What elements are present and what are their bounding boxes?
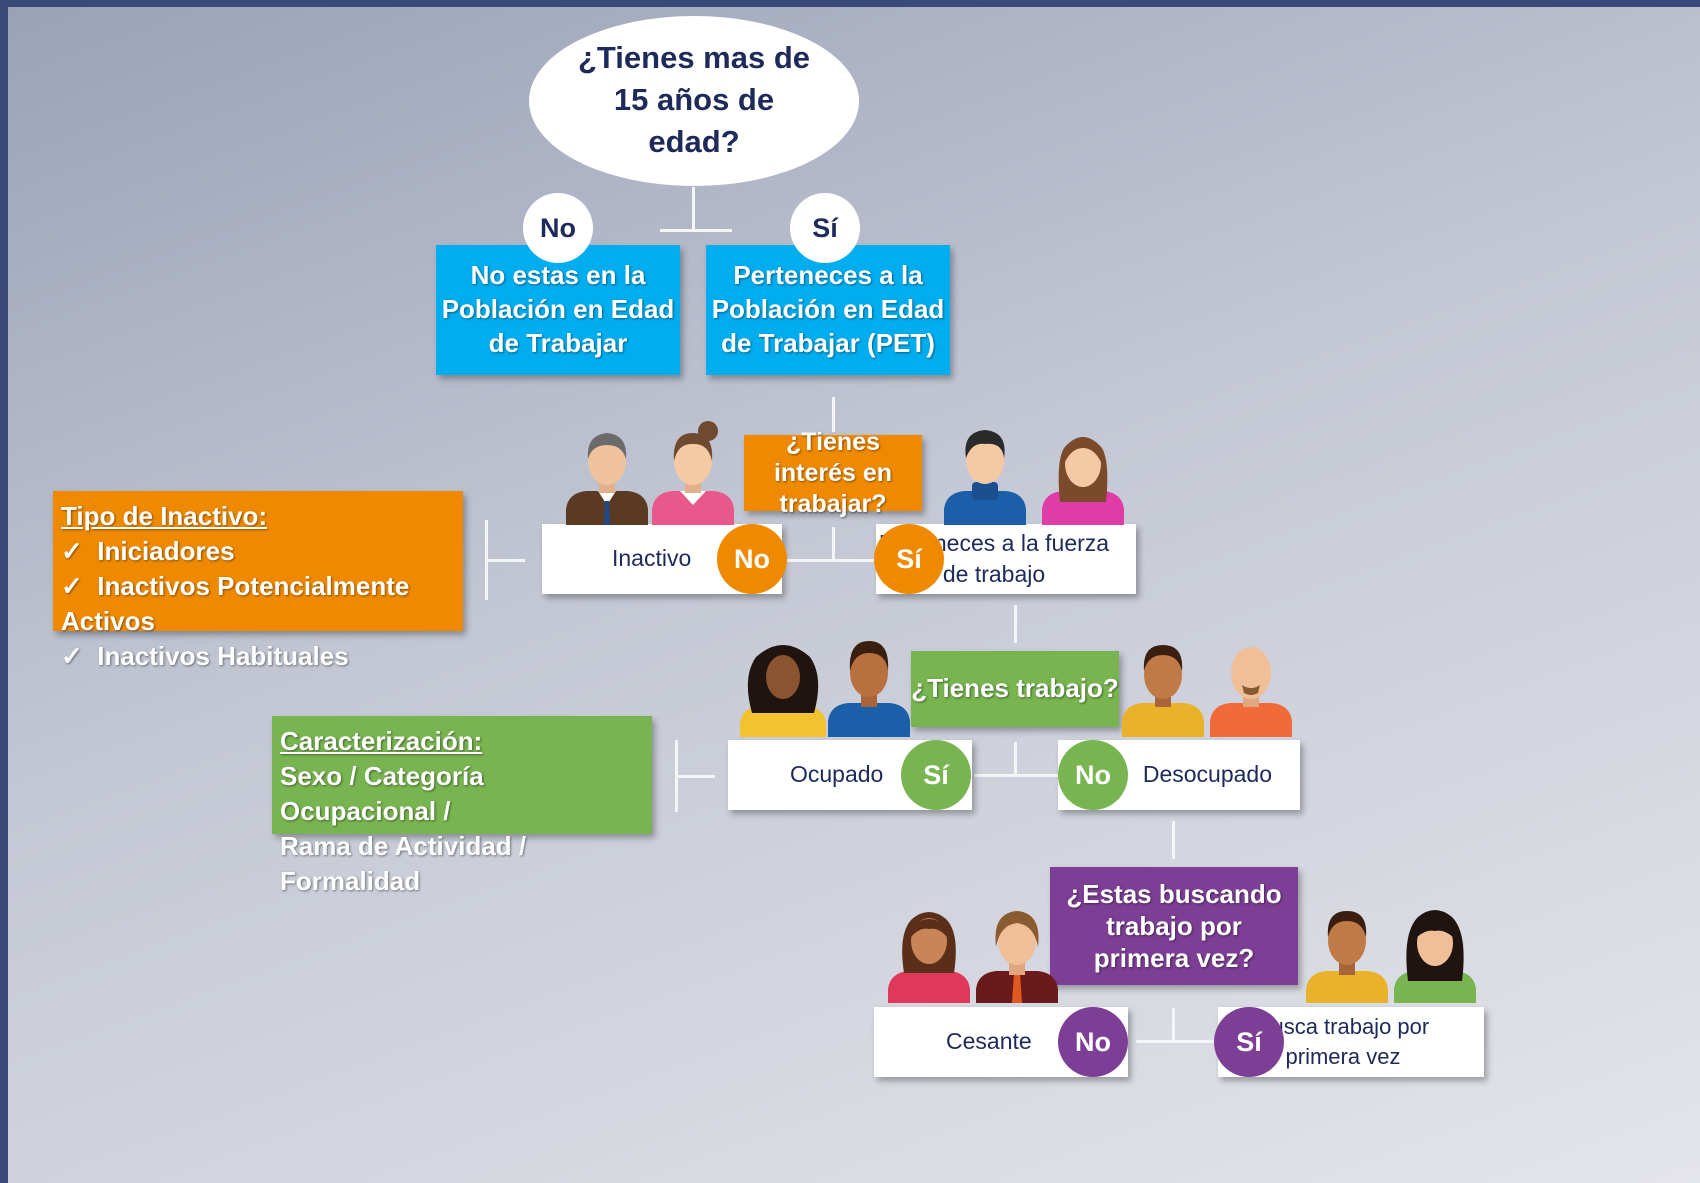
characterization-title: Caracterización:	[280, 726, 483, 756]
connector	[1172, 821, 1175, 859]
answer-no-circle: No	[717, 524, 787, 594]
question-age-ellipse	[529, 16, 859, 186]
person-avatar	[1122, 645, 1204, 737]
person-avatar	[740, 645, 826, 737]
answer-no-circle: No	[1058, 1007, 1128, 1077]
question-job-box: ¿Tienes trabajo?	[911, 651, 1119, 727]
person-avatar	[828, 641, 910, 737]
person-avatar	[1394, 910, 1476, 1003]
characterization-line: Rama de Actividad / Formalidad	[280, 831, 527, 896]
answer-yes-circle: Sí	[874, 524, 944, 594]
flowchart-canvas: ¿Tienes mas de 15 años de edad? No estas…	[8, 7, 1700, 1183]
check-icon: ✓	[61, 536, 83, 566]
check-icon: ✓	[61, 641, 83, 671]
question-age: ¿Tienes mas de 15 años de edad?	[577, 39, 811, 159]
person-avatar	[652, 421, 734, 525]
person-avatar	[888, 912, 970, 1003]
connector	[1172, 1008, 1175, 1040]
pet-box: Perteneces a la Población en Edad de Tra…	[706, 245, 950, 375]
connector	[786, 559, 876, 562]
characterization-line: Sexo / Categoría Ocupacional /	[280, 761, 484, 826]
connector	[832, 527, 835, 559]
person-avatar	[976, 911, 1058, 1003]
answer-no-circle: No	[1058, 740, 1128, 810]
inactive-type-item: ✓ Iniciadores	[61, 536, 235, 566]
connector	[485, 559, 525, 562]
inactive-type-item: ✓ Inactivos Potencialmente Activos	[61, 571, 410, 636]
check-icon: ✓	[61, 571, 83, 601]
no-pet-box: No estas en la Población en Edad de Trab…	[436, 245, 680, 375]
connector	[692, 187, 695, 232]
inactive-types-title: Tipo de Inactivo:	[61, 501, 268, 531]
connector	[1014, 605, 1017, 643]
person-avatar	[1042, 437, 1124, 525]
answer-yes-circle: Sí	[901, 740, 971, 810]
connector	[1136, 1040, 1216, 1043]
question-first-job-box: ¿Estas buscando trabajo por primera vez?	[1050, 867, 1298, 985]
inactive-type-item: ✓ Inactivos Habituales	[61, 641, 349, 671]
person-avatar	[944, 430, 1026, 525]
connector	[832, 397, 835, 432]
connector	[675, 775, 715, 778]
question-interest-box: ¿Tienes interés en trabajar?	[744, 428, 922, 518]
connector	[974, 774, 1062, 777]
answer-yes-circle: Sí	[1214, 1007, 1284, 1077]
person-avatar	[1306, 911, 1388, 1003]
person-avatar	[566, 433, 648, 525]
characterization-panel: Caracterización: Sexo / Categoría Ocupac…	[272, 716, 652, 896]
answer-no-circle: No	[523, 193, 593, 263]
answer-yes-circle: Sí	[790, 193, 860, 263]
connector	[660, 229, 732, 232]
person-avatar	[1210, 647, 1292, 737]
connector	[1014, 742, 1017, 776]
inactive-types-panel: Tipo de Inactivo: ✓ Iniciadores ✓ Inacti…	[53, 491, 463, 671]
